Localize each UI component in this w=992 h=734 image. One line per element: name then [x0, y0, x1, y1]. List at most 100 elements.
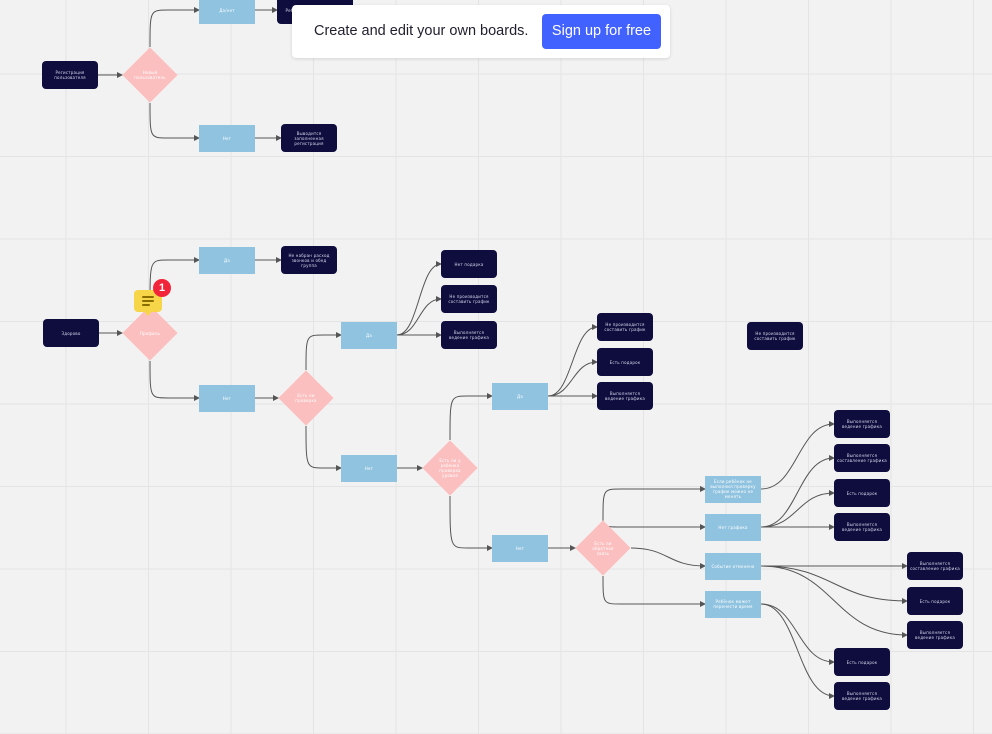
connector-line[interactable] [449, 495, 493, 551]
node-label: Выводится заполненная регистрация [294, 130, 324, 146]
answer-node[interactable]: Нет [199, 124, 255, 152]
process-node[interactable]: Выполняется ведение графика [834, 513, 890, 541]
diamond-label: Новый пользователь [134, 70, 166, 80]
node-label: Здорово [61, 330, 81, 336]
connector-line[interactable] [760, 490, 835, 528]
connector-line[interactable] [602, 486, 706, 521]
process-node[interactable]: Здорово [43, 319, 99, 347]
decision-diamond[interactable]: Есть ли проверка [277, 369, 335, 427]
node-label: Да/нет [219, 7, 235, 13]
node-label: Выполняется составление графика [910, 561, 960, 571]
answer-node[interactable]: Нет графика [705, 513, 761, 541]
node-label: Не производится составить график [604, 322, 646, 332]
process-node[interactable]: Есть подарок [834, 479, 890, 507]
process-node[interactable]: Выполняется ведение графика [834, 682, 890, 710]
node-label: Да [517, 393, 523, 399]
process-node[interactable]: Выполняется ведение графика [441, 321, 497, 349]
signup-banner: Create and edit your own boards. Sign up… [292, 5, 670, 58]
node-label: Нет [222, 135, 232, 141]
answer-node[interactable]: Нет [199, 384, 255, 412]
process-node[interactable]: Не производится составить график [441, 285, 497, 313]
connector-line[interactable] [396, 296, 442, 336]
node-label: Да [224, 257, 230, 263]
answer-node[interactable]: Да [199, 246, 255, 274]
answer-node[interactable]: Ребёнок может перенести время [705, 590, 761, 618]
comment-count-badge: 1 [153, 279, 171, 297]
diamond-label: Есть ли у ребенка проверка уровня [439, 458, 461, 478]
diamond-label: Есть ли обратная связь [592, 540, 614, 556]
process-node[interactable]: Нет подарка [441, 250, 497, 278]
process-node[interactable]: Есть подарок [597, 348, 653, 376]
node-label: Есть подарок [846, 659, 878, 665]
process-node[interactable]: Выполняется ведение графика [834, 410, 890, 438]
connector-line[interactable] [449, 393, 493, 441]
node-label: Если ребёнок не выполнил проверку график… [710, 479, 756, 499]
node-label: Выполняется ведение графика [842, 522, 882, 532]
node-label: Событие отменено [711, 563, 755, 569]
diamond-label: Есть ли проверка [295, 393, 317, 403]
comment-line [142, 304, 150, 306]
comment-icon[interactable] [134, 290, 162, 318]
process-node[interactable]: Выполняется составление графика [907, 552, 963, 580]
node-label: Выполняется ведение графика [605, 391, 645, 401]
diamond-label: Профиль [139, 330, 161, 336]
node-label: Выполняется ведение графика [842, 691, 882, 701]
process-node[interactable]: Не набран расход звонков и обед группа [281, 246, 337, 274]
connector-line[interactable] [760, 603, 835, 699]
process-node[interactable]: Выполняется ведение графика [597, 382, 653, 410]
node-label: Нет [364, 465, 374, 471]
node-label: Нет подарка [454, 261, 484, 267]
node-label: Есть подарок [609, 359, 641, 365]
node-label: Выполняется ведение графика [449, 330, 489, 340]
connector-line[interactable] [547, 324, 598, 397]
answer-node[interactable]: Да [492, 382, 548, 410]
answer-node[interactable]: Да/нет [199, 0, 255, 24]
decision-diamond[interactable]: Есть ли обратная связь [574, 519, 632, 577]
banner-text: Create and edit your own boards. [314, 23, 529, 39]
connector-line[interactable] [547, 359, 598, 397]
connector-line[interactable] [149, 102, 200, 141]
connector-line[interactable] [630, 547, 706, 569]
process-node[interactable]: Выводится заполненная регистрация [281, 124, 337, 152]
process-node[interactable]: Регистрация пользователя [42, 61, 98, 89]
connector-line[interactable] [396, 261, 442, 336]
connector-line[interactable] [760, 565, 908, 604]
node-label: Выполняется составление графика [837, 453, 887, 463]
process-node[interactable]: Выполняется составление графика [834, 444, 890, 472]
node-label: Не производится составить график [448, 294, 490, 304]
process-node[interactable]: Есть подарок [907, 587, 963, 615]
process-node[interactable]: Выполняется ведение графика [907, 621, 963, 649]
connector-line[interactable] [760, 421, 835, 490]
connector-line[interactable] [602, 575, 706, 607]
node-label: Не набран расход звонков и обед группа [288, 252, 330, 268]
answer-node[interactable]: Нет [492, 534, 548, 562]
decision-diamond[interactable]: Есть ли у ребенка проверка уровня [421, 439, 479, 497]
node-label: Есть подарок [919, 598, 951, 604]
process-node[interactable]: Есть подарок [834, 648, 890, 676]
comment-tail [143, 310, 153, 316]
sign-up-button[interactable]: Sign up for free [542, 14, 661, 49]
decision-diamond[interactable]: Новый пользователь [121, 46, 179, 104]
answer-node[interactable]: Да [341, 321, 397, 349]
connector-line[interactable] [760, 565, 908, 638]
answer-node[interactable]: Нет [341, 454, 397, 482]
node-label: Не производится составить график [754, 331, 796, 341]
process-node[interactable]: Не производится составить график [597, 313, 653, 341]
node-label: Да [366, 332, 372, 338]
connector-line[interactable] [149, 360, 200, 401]
connector-line[interactable] [305, 332, 342, 371]
answer-node[interactable]: Событие отменено [705, 552, 761, 580]
node-label: Нет [222, 395, 232, 401]
comment-bubble [134, 290, 162, 312]
answer-node[interactable]: Если ребёнок не выполнил проверку график… [705, 475, 761, 503]
connector-line[interactable] [760, 603, 835, 665]
process-node[interactable]: Не производится составить график [747, 322, 803, 350]
node-label: Регистрация пользователя [54, 70, 86, 80]
comment-line [142, 296, 154, 298]
decision-diamond[interactable]: Профиль [121, 304, 179, 362]
connector-line[interactable] [149, 7, 200, 48]
connector-line[interactable] [305, 425, 342, 471]
connector-line[interactable] [760, 455, 835, 528]
